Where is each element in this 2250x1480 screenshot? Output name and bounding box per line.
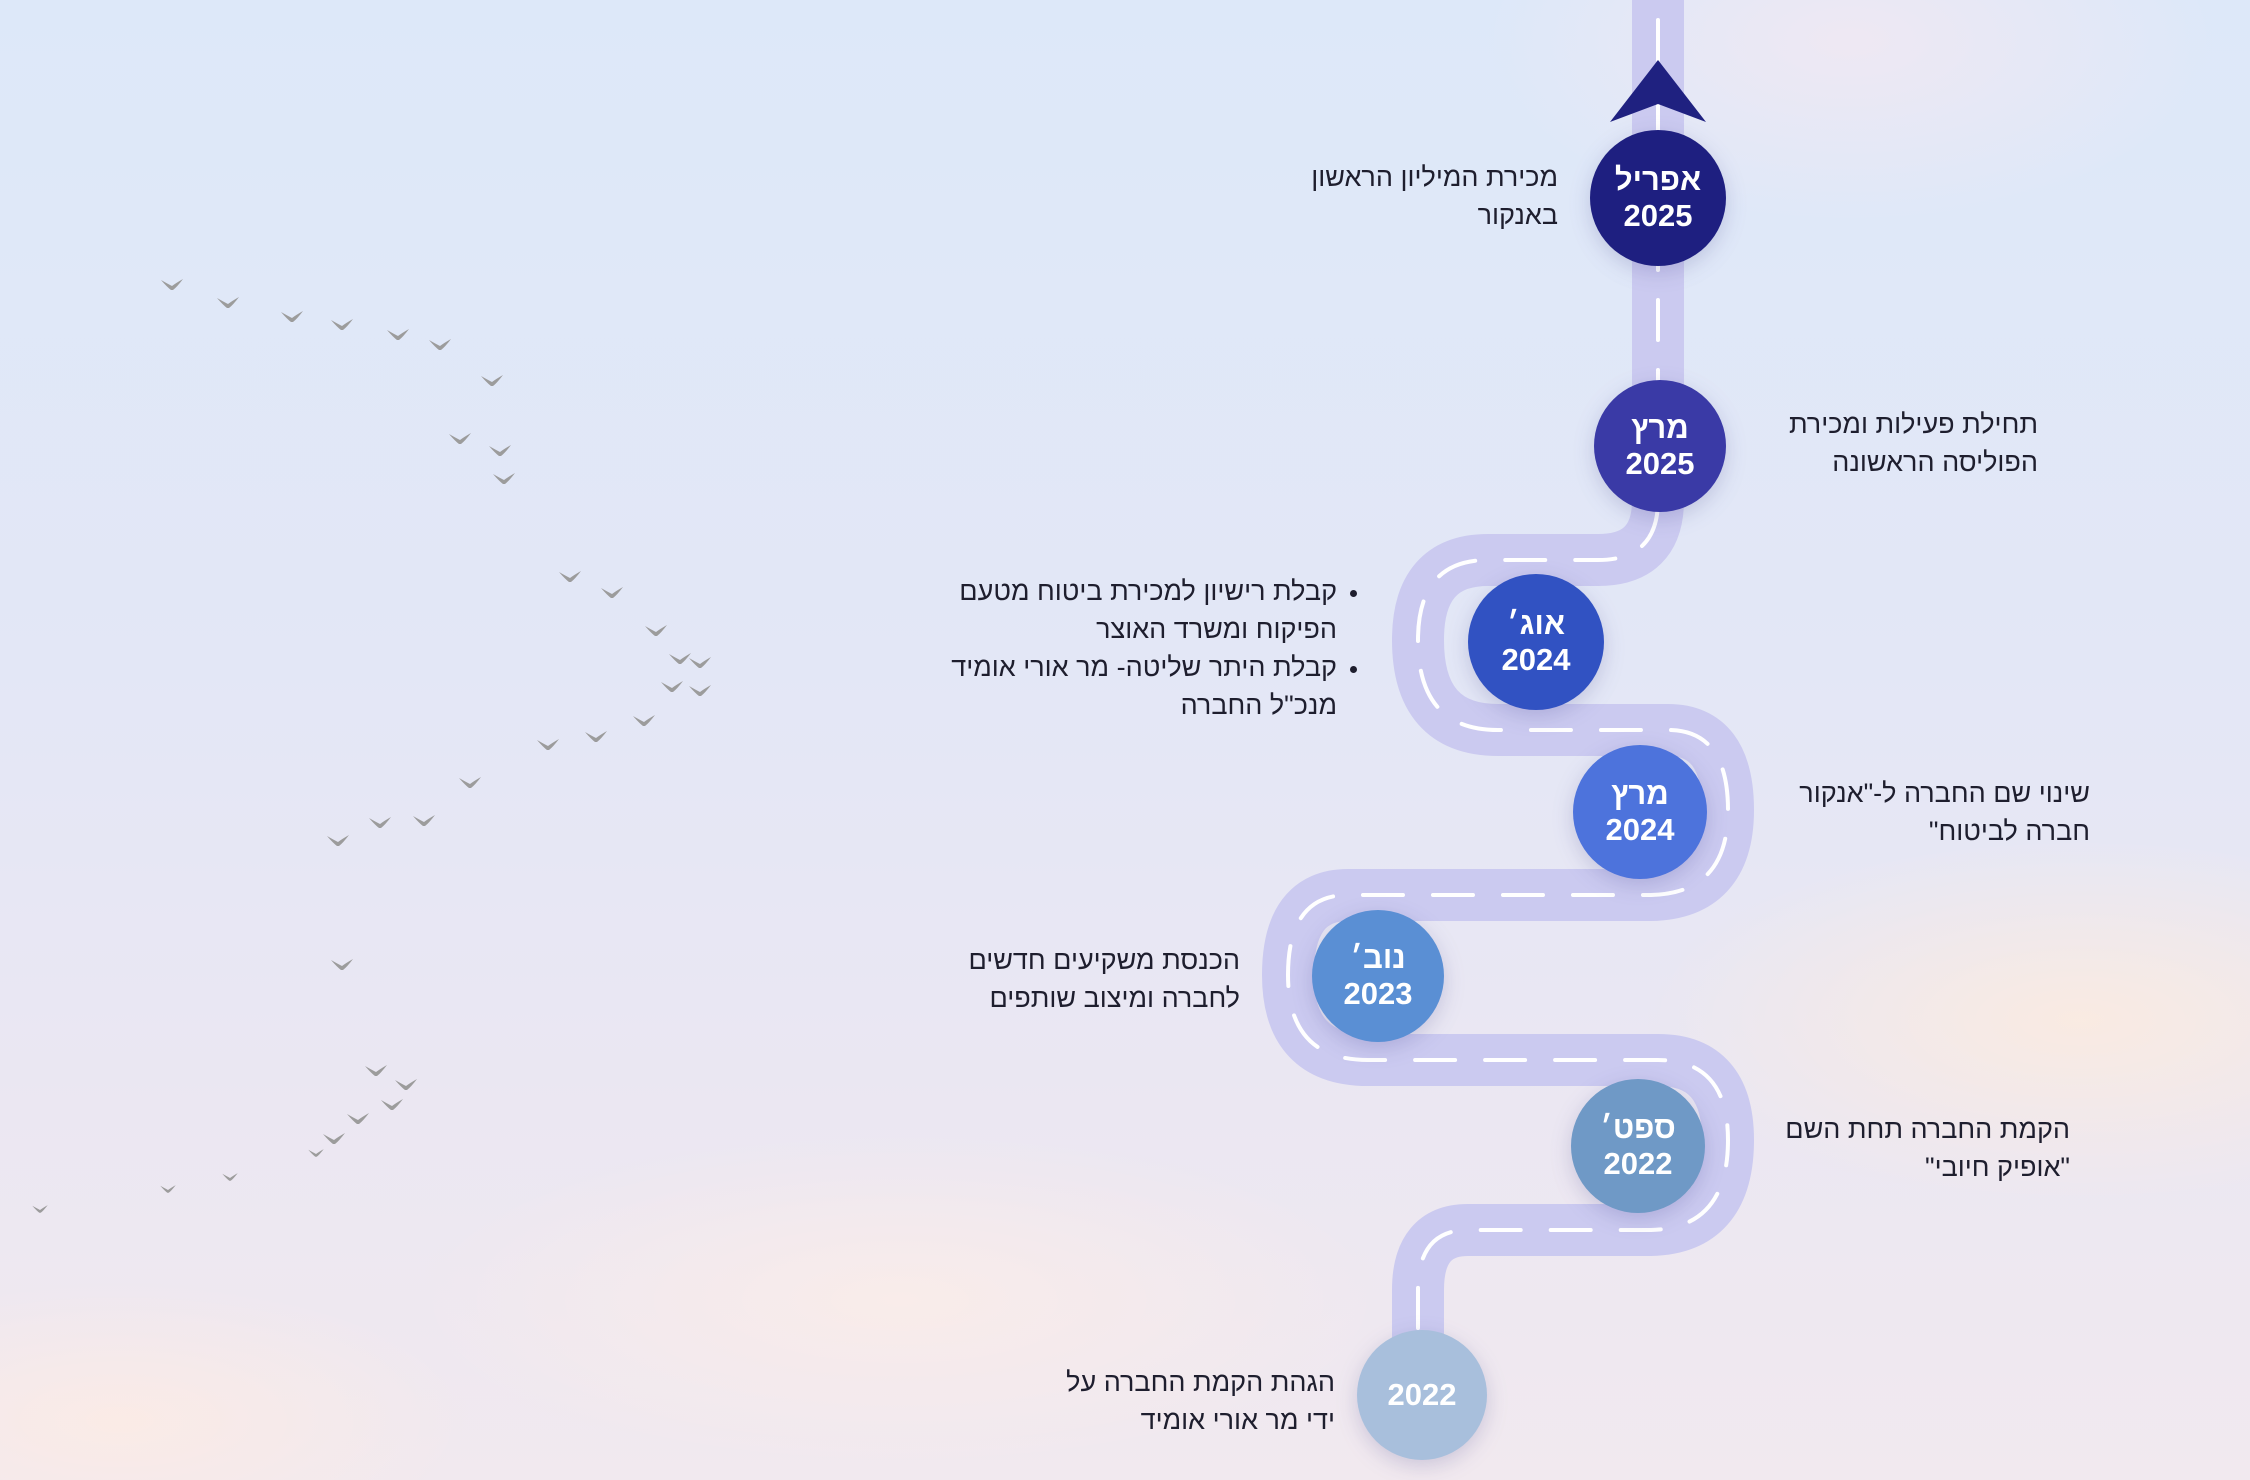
milestone-5-badge: נוב׳ 2023 (1308, 940, 1448, 1011)
bird-icon (395, 1079, 417, 1090)
milestone-3-description: קבלת רישיון למכירת ביטוח מטעם הפיקוח ומש… (945, 572, 1365, 724)
bird-icon (481, 375, 503, 386)
bird-icon (689, 657, 711, 668)
milestone-circles (1312, 130, 1726, 1460)
milestone-1-circle (1590, 130, 1726, 266)
bird-icon (645, 625, 667, 636)
bird-icon (347, 1113, 369, 1124)
milestone-3-month: אוג׳ (1507, 606, 1565, 641)
up-arrow-icon (1610, 60, 1706, 122)
milestone-6-badge: ספט׳ 2022 (1568, 1110, 1708, 1181)
bird-icon (669, 653, 691, 664)
milestone-7-year: 2022 (1387, 1377, 1457, 1412)
bird-icon (323, 1133, 345, 1144)
bird-icon (161, 279, 183, 290)
bird-icon (381, 1099, 403, 1110)
bird-icon (489, 445, 511, 456)
milestone-3-badge: אוג׳ 2024 (1466, 606, 1606, 677)
milestone-3-year: 2024 (1501, 642, 1571, 677)
milestone-2-year: 2025 (1625, 446, 1695, 481)
bird-icon (308, 1149, 324, 1157)
milestone-7-circle (1357, 1330, 1487, 1460)
bird-icon (281, 311, 303, 322)
bird-icon (217, 297, 239, 308)
milestone-5-circle (1312, 910, 1444, 1042)
bird-icon (633, 715, 655, 726)
bird-icon (559, 571, 581, 582)
bird-icon (331, 319, 353, 330)
bird-icon (449, 433, 471, 444)
bird-icon (331, 959, 353, 970)
bird-icon (493, 473, 515, 484)
milestone-2-description: תחילת פעילות ומכירת הפוליסה הראשונה (1788, 409, 2038, 477)
bird-icon (32, 1205, 48, 1213)
bird-icon (160, 1185, 176, 1193)
bird-icon (327, 835, 349, 846)
milestone-7-description: הגהת הקמת החברה על ידי מר אורי אומיד (1066, 1367, 1335, 1435)
milestone-2-month: מרץ (1631, 410, 1689, 445)
milestone-6-circle (1571, 1079, 1705, 1213)
bird-icon (387, 329, 409, 340)
milestone-4-description: שינוי שם החברה ל-"אנקור חברה לביטוח" (1799, 778, 2090, 846)
bird-icon (365, 1065, 387, 1076)
bird-icon (459, 777, 481, 788)
milestone-4-badge: מרץ 2024 (1570, 776, 1710, 847)
bird-icon (601, 587, 623, 598)
milestone-1-badge: אפריל 2025 (1588, 162, 1728, 233)
milestone-5-description: הכנסת משקיעים חדשים לחברה ומיצוב שותפים (968, 945, 1240, 1013)
milestone-6-description: הקמת החברה תחת השם "אופיק חיובי" (1785, 1114, 2070, 1182)
bird-icon (661, 681, 683, 692)
bird-icon (413, 815, 435, 826)
milestone-6-month: ספט׳ (1600, 1110, 1676, 1145)
milestone-1-year: 2025 (1623, 198, 1693, 233)
milestone-3-bullet-1: קבלת רישיון למכירת ביטוח מטעם הפיקוח ומש… (945, 572, 1337, 648)
milestone-1-month: אפריל (1614, 162, 1702, 197)
milestone-7-badge: 2022 (1352, 1363, 1492, 1427)
milestone-3-circle (1468, 574, 1604, 710)
milestone-1-description: מכירת המיליון הראשון באנקור (1311, 162, 1558, 230)
bird-icon (369, 817, 391, 828)
bird-icon (222, 1173, 238, 1181)
milestone-5-year: 2023 (1343, 976, 1413, 1011)
milestone-3-bullet-2: קבלת היתר שליטה- מר אורי אומיד מנכ"ל החב… (945, 648, 1337, 724)
bird-icon (429, 339, 451, 350)
road-center-line (1285, 18, 1731, 1392)
bird-icon (585, 731, 607, 742)
milestone-2-circle (1594, 380, 1726, 512)
milestone-6-year: 2022 (1603, 1146, 1673, 1181)
bird-icon (537, 739, 559, 750)
bird-icon (689, 685, 711, 696)
milestone-5-month: נוב׳ (1350, 940, 1406, 975)
milestone-4-month: מרץ (1611, 776, 1669, 811)
milestone-4-year: 2024 (1605, 812, 1675, 847)
milestone-4-circle (1573, 745, 1707, 879)
bird-flock (32, 279, 711, 1213)
milestone-2-badge: מרץ 2025 (1590, 410, 1730, 481)
